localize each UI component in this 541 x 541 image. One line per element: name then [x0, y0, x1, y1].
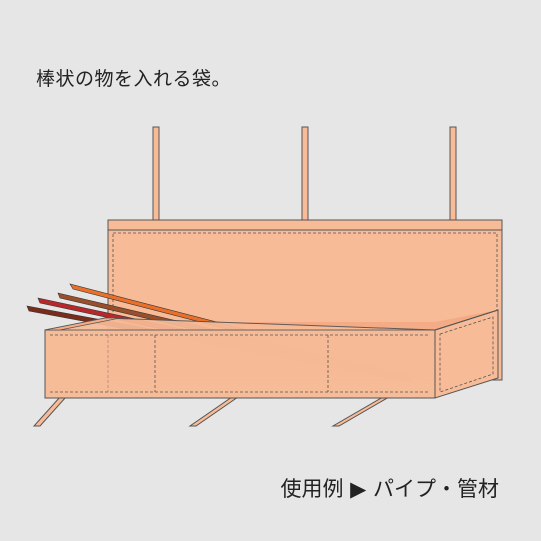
description-title: 棒状の物を入れる袋。 — [36, 68, 232, 90]
bag-front-panel — [44, 317, 436, 399]
bag-side-panel — [434, 309, 499, 399]
hanging-strap-icon — [152, 126, 457, 223]
support-strap-icon — [32, 396, 391, 427]
usage-example-caption: 使用例 ▶ パイプ・管材 — [280, 477, 500, 501]
